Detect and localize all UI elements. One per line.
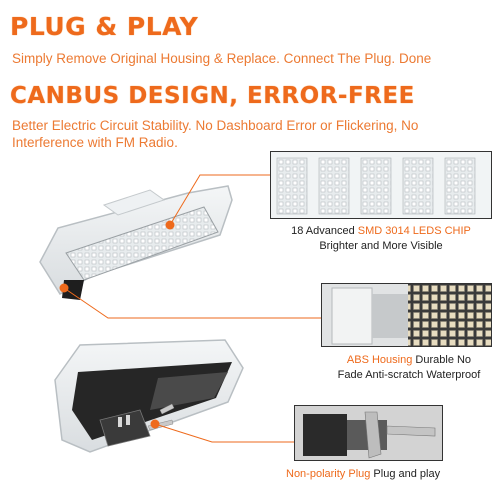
- led-chip-closeup-image: [271, 152, 491, 218]
- led-caption: 18 Advanced SMD 3014 LEDS CHIP Brighter …: [262, 224, 500, 254]
- housing-callout-dot: [59, 283, 69, 293]
- led-closeup-panel: [270, 151, 492, 219]
- housing-caption-highlight: ABS Housing: [346, 354, 413, 366]
- canbus-design-heading: CANBUS DESIGN, ERROR-FREE: [10, 83, 415, 109]
- led-callout-line: [169, 174, 270, 226]
- led-callout-dot: [165, 220, 175, 230]
- led-caption-prefix: 18 Advanced: [291, 225, 358, 237]
- led-caption-highlight: SMD 3014 LEDS CHIP: [357, 225, 471, 237]
- housing-closeup-image: [322, 284, 491, 346]
- plug-closeup-image: [295, 406, 442, 460]
- led-caption-line-2: Brighter and More Visible: [319, 240, 443, 252]
- canbus-design-description: Better Electric Circuit Stability. No Da…: [12, 118, 419, 150]
- plug-caption: Non-polarity Plug Plug and play: [286, 467, 486, 482]
- callout-connectors: [63, 174, 321, 443]
- led-caption-line-1: 18 Advanced SMD 3014 LEDS CHIP: [262, 224, 500, 239]
- plug-callout-dot: [150, 419, 160, 429]
- housing-caption-line-1: ABS Housing Durable No: [318, 353, 500, 368]
- housing-callout-line: [63, 287, 321, 319]
- housing-caption: ABS Housing Durable No Fade Anti-scratch…: [318, 353, 500, 383]
- plug-caption-suffix: Plug and play: [370, 468, 441, 480]
- plug-caption-highlight: Non-polarity Plug: [286, 468, 371, 480]
- housing-closeup-panel: [321, 283, 492, 347]
- top-led-lamp: [39, 185, 233, 300]
- plug-closeup-panel: [294, 405, 443, 461]
- housing-caption-suffix: Durable No: [412, 354, 472, 366]
- housing-caption-line-2: Fade Anti-scratch Waterproof: [337, 369, 481, 381]
- plug-callout-line: [154, 423, 294, 443]
- bottom-led-lamp: [54, 339, 244, 453]
- plug-and-play-description: Simply Remove Original Housing & Replace…: [12, 51, 432, 66]
- plug-and-play-heading: PLUG & PLAY: [10, 12, 199, 41]
